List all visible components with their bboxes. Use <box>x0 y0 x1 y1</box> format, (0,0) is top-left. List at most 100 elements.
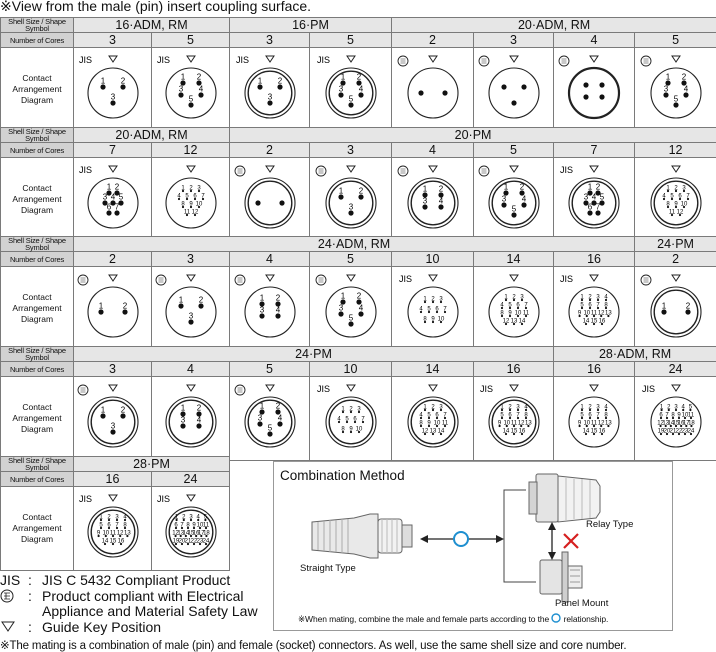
guide-key-icon <box>508 165 519 173</box>
pin-number: 6 <box>588 202 593 211</box>
shell-label: Shell Size / Shape Symbol <box>0 17 74 33</box>
pin-contact <box>682 91 689 98</box>
core-count-cell: 7 <box>73 142 152 158</box>
pin-contact <box>195 410 202 417</box>
pin-contact <box>339 298 346 305</box>
pse-mark-icon <box>315 274 326 285</box>
pin-contact <box>276 83 283 90</box>
pin-number: 10 <box>195 201 202 207</box>
panel-mount-icon <box>539 551 583 603</box>
pse-mark-icon <box>234 165 245 176</box>
pin-contact <box>349 430 352 433</box>
pin-contact <box>266 99 273 106</box>
pin-number: 5 <box>348 94 353 103</box>
shell-label: Shell Size / Shape Symbol <box>0 456 74 472</box>
contact-arrangement-diagram <box>558 55 621 119</box>
pin-contact <box>357 410 360 413</box>
pin-number: 14 <box>583 428 590 434</box>
pin-number: 6 <box>353 416 357 422</box>
pin-number: 3 <box>178 84 183 93</box>
pin-number: 7 <box>596 302 600 308</box>
pin-contact <box>591 199 597 206</box>
pin-number: 6 <box>435 306 439 312</box>
pin-contact <box>192 526 195 529</box>
pin-number: 6 <box>174 522 178 528</box>
pin-contact <box>520 322 523 325</box>
pin-contact <box>520 298 523 301</box>
pin-number: 13 <box>124 530 131 536</box>
core-count-cell: 3 <box>229 32 311 48</box>
pin-contact <box>578 314 581 317</box>
pin-number: 1 <box>340 72 345 81</box>
pin-contact <box>186 526 189 529</box>
pin-number: 15 <box>591 318 598 324</box>
pin-contact <box>194 534 197 537</box>
pin-contact <box>180 526 183 529</box>
pin-contact <box>583 199 589 206</box>
pin-contact <box>686 197 689 200</box>
pin-contact <box>584 322 588 325</box>
cores-label: Number of Cores <box>0 361 74 377</box>
pin-contact <box>498 424 501 427</box>
core-count-cell: 16 <box>553 361 636 377</box>
shell-size-cell: 28·ADM, RM <box>553 346 716 362</box>
pin-contact <box>431 408 434 411</box>
pin-number: 1 <box>340 291 345 300</box>
pin-contact <box>109 199 116 206</box>
pin-contact <box>189 534 192 537</box>
pin-number: 5 <box>267 423 272 432</box>
pin-number: 2 <box>277 76 282 85</box>
pin-contact <box>512 298 515 301</box>
pin-contact <box>421 191 428 198</box>
pse-mark-icon <box>0 589 14 603</box>
pin-contact <box>670 197 673 200</box>
legend-jis: JIS : JIS C 5432 Compliant Product <box>0 572 231 588</box>
pse-mark-icon <box>640 55 651 66</box>
pin-contact <box>189 189 192 192</box>
pin-contact <box>423 432 426 435</box>
shell-size-cell: 24·PM <box>634 236 716 252</box>
pin-number: 4 <box>358 303 363 312</box>
legend-guide: : Guide Key Position <box>0 620 258 636</box>
pin-number: 1 <box>500 404 504 410</box>
pin-contact <box>115 518 118 521</box>
pin-contact <box>177 302 184 309</box>
pin-contact <box>587 209 593 216</box>
pin-contact <box>353 420 356 423</box>
pin-number: 7 <box>443 306 447 312</box>
guide-key-icon <box>264 165 275 173</box>
bottom-note: ※The mating is a combination of male (pi… <box>0 640 627 652</box>
pin-number: 4 <box>196 514 200 520</box>
pin-contact <box>659 432 662 435</box>
pin-contact <box>435 310 438 313</box>
guide-key-icon <box>427 165 438 173</box>
pin-contact <box>189 205 192 208</box>
pin-contact <box>258 408 265 415</box>
core-count-cell: 12 <box>150 142 231 158</box>
shell-size-cell: 24·PM <box>72 346 555 362</box>
pin-contact <box>580 298 584 301</box>
pin-contact <box>592 424 596 427</box>
pin-contact <box>677 416 680 419</box>
pin-contact <box>185 197 188 200</box>
guide-key-icon <box>427 55 438 63</box>
pin-number: 7 <box>686 193 690 199</box>
guide-key-icon <box>670 384 681 392</box>
pin-contact <box>502 189 509 196</box>
pin-contact <box>583 81 589 88</box>
